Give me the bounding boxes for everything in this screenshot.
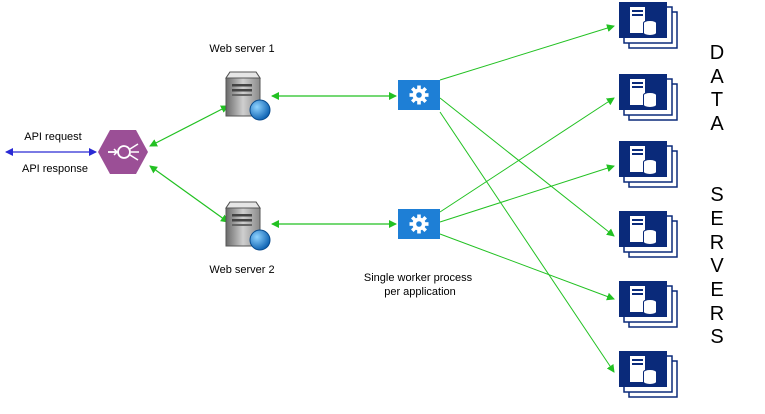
api-gateway-icon — [98, 130, 148, 174]
data-servers-title-char — [705, 160, 729, 184]
data-servers-title-char: T — [710, 89, 724, 112]
data-servers-title-char: S — [710, 326, 724, 349]
data-server-2-icon — [618, 73, 678, 121]
link-worker1-dataserver6 — [439, 111, 615, 373]
data-servers-title-char: R — [709, 302, 725, 325]
data-server-1-icon — [618, 1, 678, 49]
web-server-1-icon — [225, 71, 271, 121]
link-worker1-dataserver1 — [439, 24, 615, 81]
web-server-2-icon — [225, 201, 271, 251]
api-response-label: API response — [21, 163, 89, 175]
worker-note-line1: Single worker process — [363, 272, 473, 284]
data-servers-title-char: A — [710, 65, 724, 88]
data-servers-title-char: E — [710, 207, 724, 230]
worker-note-line2: per application — [384, 286, 456, 298]
data-servers-title-char: V — [710, 255, 724, 278]
link-worker2-dataserver5 — [439, 233, 615, 301]
data-server-6-icon — [618, 350, 678, 398]
data-servers-title-char: A — [710, 113, 724, 136]
data-server-5-icon — [618, 280, 678, 328]
link-gateway-webserver1 — [149, 105, 229, 147]
data-servers-title-char: S — [710, 184, 724, 207]
link-gateway-webserver2 — [149, 165, 229, 223]
data-server-4-icon — [618, 210, 678, 258]
data-servers-title-char: R — [709, 231, 725, 254]
data-server-3-icon — [618, 140, 678, 188]
worker-1-gear-icon — [398, 80, 440, 110]
api-request-label: API request — [24, 131, 82, 143]
web-server-2-label: Web server 2 — [209, 264, 275, 276]
link-worker2-dataserver3 — [439, 164, 615, 223]
data-servers-title-char — [705, 137, 729, 161]
worker-2-gear-icon — [398, 209, 440, 239]
link-worker2-dataserver2 — [439, 97, 615, 213]
data-servers-title-char: D — [709, 42, 725, 64]
data-servers-title-char: E — [710, 278, 724, 301]
web-server-1-label: Web server 1 — [209, 43, 275, 55]
link-worker1-dataserver4 — [439, 97, 615, 237]
